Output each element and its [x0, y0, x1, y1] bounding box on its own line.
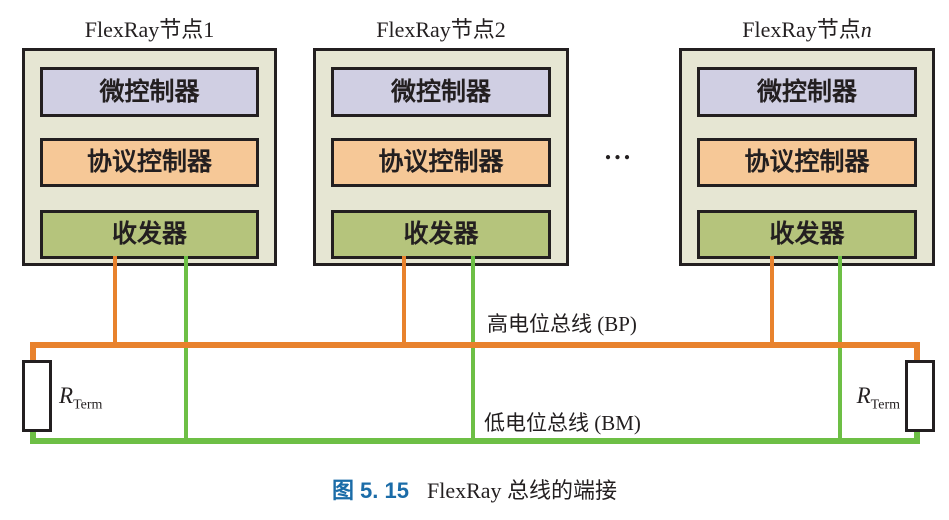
node-1-title-prefix: FlexRay节点	[84, 17, 204, 42]
left-resistor-symbol: R	[59, 383, 74, 408]
node-n-transceiver-box: 收发器	[697, 210, 917, 259]
node-n-microcontroller-box: 微控制器	[697, 67, 917, 117]
node-1-bp-wire	[113, 256, 117, 346]
left-resistor-subscript: Term	[73, 397, 103, 413]
node-n-box: 微控制器 协议控制器 收发器	[679, 48, 935, 266]
right-termination-resistor	[905, 360, 935, 432]
node-n-title-suffix: n	[860, 17, 872, 42]
left-resistor-label: RTerm	[59, 383, 102, 412]
node-2-box: 微控制器 协议控制器 收发器	[313, 48, 569, 266]
bp-bus-line	[30, 342, 920, 348]
node-1-protocol-controller-box: 协议控制器	[40, 138, 259, 187]
node-2-title-prefix: FlexRay节点	[376, 17, 495, 42]
right-resistor-symbol: R	[856, 383, 871, 408]
node-n-bm-wire	[838, 256, 842, 444]
node-2-title: FlexRay节点2	[313, 10, 569, 48]
node-1-box: 微控制器 协议控制器 收发器	[22, 48, 277, 266]
right-resistor-label: RTerm	[818, 383, 900, 412]
node-2-bm-wire	[471, 256, 475, 444]
bm-bus-label: 低电位总线 (BM)	[484, 411, 641, 435]
more-nodes-ellipsis: ...	[604, 136, 634, 165]
bp-bus-label: 高电位总线 (BP)	[487, 312, 637, 336]
flexray-node-n: FlexRay节点n 微控制器 协议控制器 收发器	[679, 10, 935, 266]
bm-bus-right-corner	[914, 426, 920, 440]
figure-title: FlexRay 总线的端接	[426, 478, 618, 503]
flexray-node-1: FlexRay节点1 微控制器 协议控制器 收发器	[22, 10, 277, 266]
bm-bus-left-corner	[30, 426, 36, 440]
node-2-protocol-controller-box: 协议控制器	[331, 138, 551, 187]
bm-bus-line	[30, 438, 920, 444]
node-n-bp-wire	[770, 256, 774, 346]
right-resistor-subscript: Term	[870, 397, 900, 413]
node-n-protocol-controller-box: 协议控制器	[697, 138, 917, 187]
node-1-title-suffix: 1	[203, 17, 215, 42]
node-1-bm-wire	[184, 256, 188, 444]
node-2-microcontroller-box: 微控制器	[331, 67, 551, 117]
node-1-microcontroller-box: 微控制器	[40, 67, 259, 117]
node-n-title-prefix: FlexRay节点	[742, 17, 861, 42]
flexray-node-2: FlexRay节点2 微控制器 协议控制器 收发器	[313, 10, 569, 266]
left-termination-resistor	[22, 360, 52, 432]
node-2-bp-wire	[402, 256, 406, 346]
node-n-title: FlexRay节点n	[679, 10, 935, 48]
node-1-title: FlexRay节点1	[22, 10, 277, 48]
figure-number: 图 5. 15	[331, 478, 409, 503]
node-2-transceiver-box: 收发器	[331, 210, 551, 259]
bp-bus-left-corner	[30, 342, 36, 364]
bp-bus-right-corner	[914, 342, 920, 364]
node-1-transceiver-box: 收发器	[40, 210, 259, 259]
figure-caption: 图 5. 15 FlexRay 总线的端接	[0, 473, 949, 505]
node-2-title-suffix: 2	[494, 17, 506, 42]
